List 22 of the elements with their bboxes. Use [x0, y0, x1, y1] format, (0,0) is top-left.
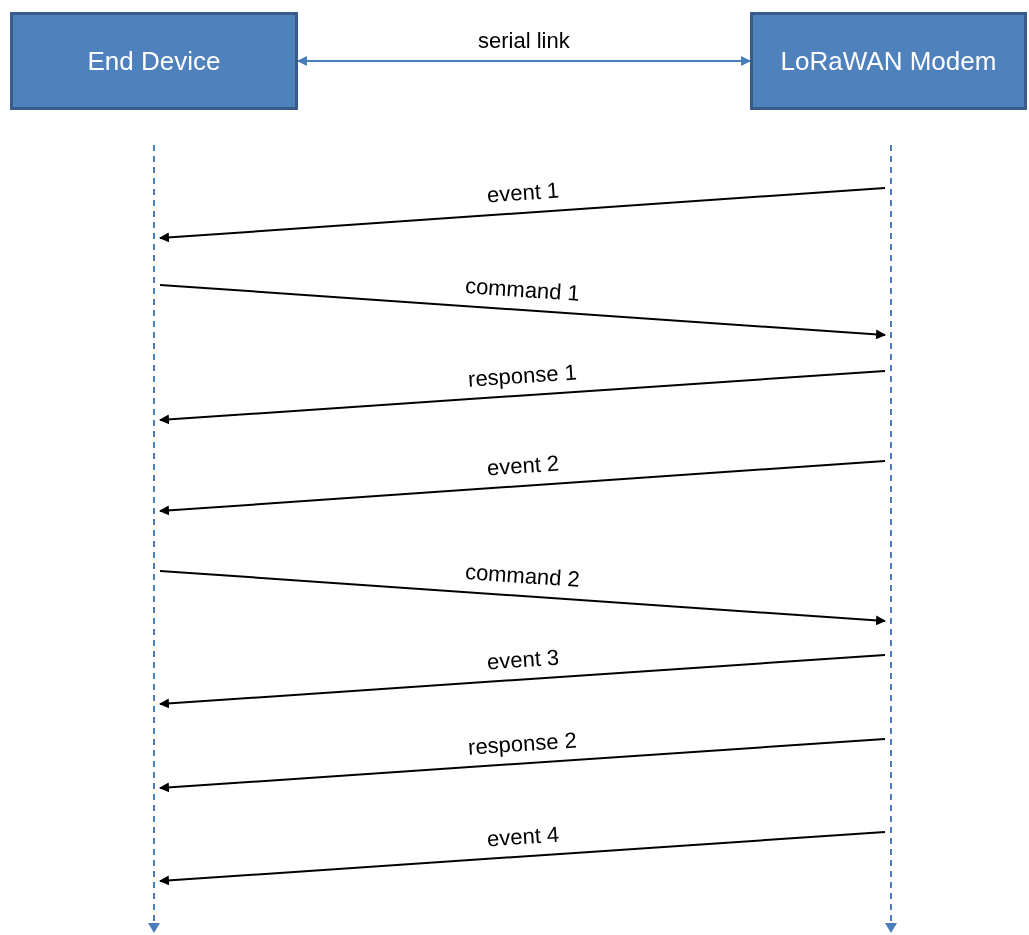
edge-label: event 3	[485, 644, 560, 675]
lifeline-arrow	[148, 145, 160, 935]
edge-label: response 2	[467, 726, 578, 761]
message-arrow	[159, 370, 886, 425]
message-arrow	[159, 187, 886, 243]
edge-label: command 1	[464, 273, 581, 307]
message-arrow	[159, 654, 886, 709]
lifeline-arrow	[885, 145, 897, 935]
edge-label: event 4	[485, 821, 560, 852]
message-arrow	[159, 738, 886, 793]
edge-label: serial link	[478, 28, 570, 54]
link-arrow	[297, 56, 751, 66]
message-arrow	[159, 831, 886, 886]
message-arrow	[159, 284, 886, 340]
edge-label: event 1	[485, 177, 560, 209]
edge-label: response 1	[467, 358, 578, 393]
edge-label: command 2	[464, 559, 581, 593]
message-arrow	[159, 570, 886, 626]
participant-box: LoRaWAN Modem	[750, 12, 1027, 110]
participant-box: End Device	[10, 12, 298, 110]
edge-label: event 2	[485, 450, 560, 482]
message-arrow	[159, 460, 886, 516]
